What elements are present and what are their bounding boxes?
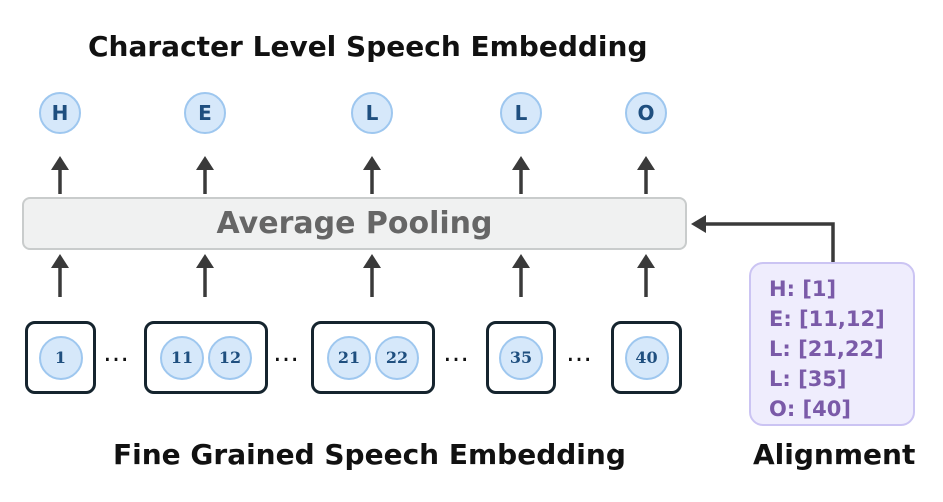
frame-node: 21 bbox=[327, 335, 371, 380]
alignment-entry-o: O: [40] bbox=[769, 397, 851, 421]
arrow-frame2-to-pool bbox=[196, 254, 214, 297]
alignment-entry-e: E: [11,12] bbox=[769, 307, 885, 331]
arrow-frame5-to-pool bbox=[637, 254, 655, 297]
alignment-entry-l1: L: [21,22] bbox=[769, 337, 884, 361]
arrow-pool-to-l2 bbox=[512, 156, 530, 194]
arrow-pool-to-e bbox=[196, 156, 214, 194]
alignment-title: Alignment bbox=[753, 438, 916, 471]
ellipsis: … bbox=[103, 338, 130, 368]
arrow-alignment-to-pool bbox=[691, 215, 835, 262]
frame-node: 1 bbox=[38, 335, 83, 380]
character-level-title: Character Level Speech Embedding bbox=[88, 30, 648, 63]
frame-group-1: 1 bbox=[25, 321, 96, 394]
arrow-frame3-to-pool bbox=[363, 254, 381, 297]
arrow-pool-to-o bbox=[637, 156, 655, 194]
frame-node: 11 bbox=[160, 335, 204, 380]
frame-node: 22 bbox=[375, 335, 419, 380]
frame-node: 40 bbox=[624, 335, 669, 380]
ellipsis: … bbox=[443, 338, 470, 368]
frame-group-2: 11 12 bbox=[144, 321, 268, 394]
frame-group-3: 21 22 bbox=[311, 321, 435, 394]
frame-group-4: 35 bbox=[486, 321, 556, 394]
char-node-l2: L bbox=[500, 92, 542, 134]
arrow-pool-to-h bbox=[51, 156, 69, 194]
alignment-entry-h: H: [1] bbox=[769, 277, 837, 301]
alignment-entry-l2: L: [35] bbox=[769, 367, 847, 391]
arrow-frame4-to-pool bbox=[512, 254, 530, 297]
ellipsis: … bbox=[566, 338, 593, 368]
frame-node: 12 bbox=[208, 335, 252, 380]
frame-node: 35 bbox=[499, 335, 543, 380]
char-node-o: O bbox=[625, 92, 667, 134]
char-node-l1: L bbox=[351, 92, 393, 134]
alignment-box: H: [1] E: [11,12] L: [21,22] L: [35] O: … bbox=[749, 262, 915, 426]
char-node-e: E bbox=[184, 92, 226, 134]
arrow-frame1-to-pool bbox=[51, 254, 69, 297]
frame-group-5: 40 bbox=[611, 321, 682, 394]
fine-grained-title: Fine Grained Speech Embedding bbox=[113, 438, 626, 471]
ellipsis: … bbox=[273, 338, 300, 368]
char-node-h: H bbox=[39, 92, 81, 134]
average-pooling-block: Average Pooling bbox=[22, 197, 687, 250]
average-pooling-label: Average Pooling bbox=[216, 206, 493, 241]
arrow-pool-to-l1 bbox=[363, 156, 381, 194]
